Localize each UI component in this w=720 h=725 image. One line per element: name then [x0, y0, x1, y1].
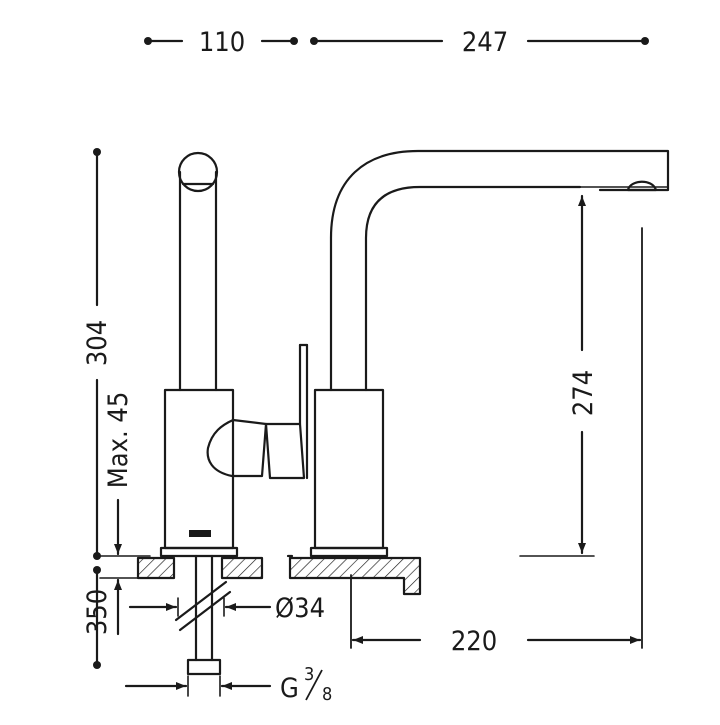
- dim-label-350: 350: [82, 589, 113, 635]
- supply-pipe: [174, 554, 232, 676]
- dim-dot: [93, 552, 101, 560]
- break-line: [178, 590, 232, 632]
- spout-body: [313, 388, 385, 550]
- spout-height-dimension: [519, 194, 643, 649]
- dim-dot: [290, 37, 298, 45]
- top-dimension-line: [144, 37, 649, 45]
- thread-label: G 3 8: [280, 664, 332, 705]
- deck-mid: [220, 556, 264, 580]
- hole-diameter-dimension: [128, 597, 272, 617]
- dim-dot: [641, 37, 649, 45]
- lever-base: [159, 546, 239, 558]
- spout-base: [309, 546, 389, 558]
- reach-dimension: [350, 574, 642, 649]
- handle-grip: [206, 418, 268, 478]
- handle-connector: [264, 422, 306, 480]
- deck-section: [136, 554, 422, 596]
- spout-inner: [364, 185, 582, 392]
- dim-label-274: 274: [568, 370, 599, 416]
- deck-right: [288, 556, 422, 596]
- spout: [309, 149, 670, 558]
- thread-fraction-bar: [305, 669, 323, 701]
- deck-left: [136, 556, 176, 580]
- dim-label-220: 220: [451, 626, 497, 657]
- lever-knob: [177, 151, 219, 193]
- dim-label-247: 247: [462, 27, 508, 58]
- pipe-fitting: [186, 658, 222, 676]
- dim-label-110: 110: [199, 27, 245, 58]
- handle-arm: [206, 343, 309, 480]
- thread-numerator: 3: [304, 664, 314, 685]
- lever-body: [163, 388, 235, 550]
- thread-denominator: 8: [322, 684, 332, 705]
- dim-label-304: 304: [82, 320, 113, 366]
- thread-letter: G: [280, 673, 299, 704]
- spout-aerator: [626, 180, 658, 192]
- dim-label-diameter: Ø34: [275, 593, 325, 624]
- lever-column: [159, 151, 239, 558]
- logo-mark: [189, 530, 211, 537]
- break-line: [174, 580, 228, 622]
- dim-label-max45: Max. 45: [103, 392, 134, 489]
- left-height-dimension: [93, 148, 101, 669]
- dim-dot: [93, 661, 101, 669]
- spout-outer: [329, 149, 670, 392]
- thread-dimension: [124, 675, 272, 697]
